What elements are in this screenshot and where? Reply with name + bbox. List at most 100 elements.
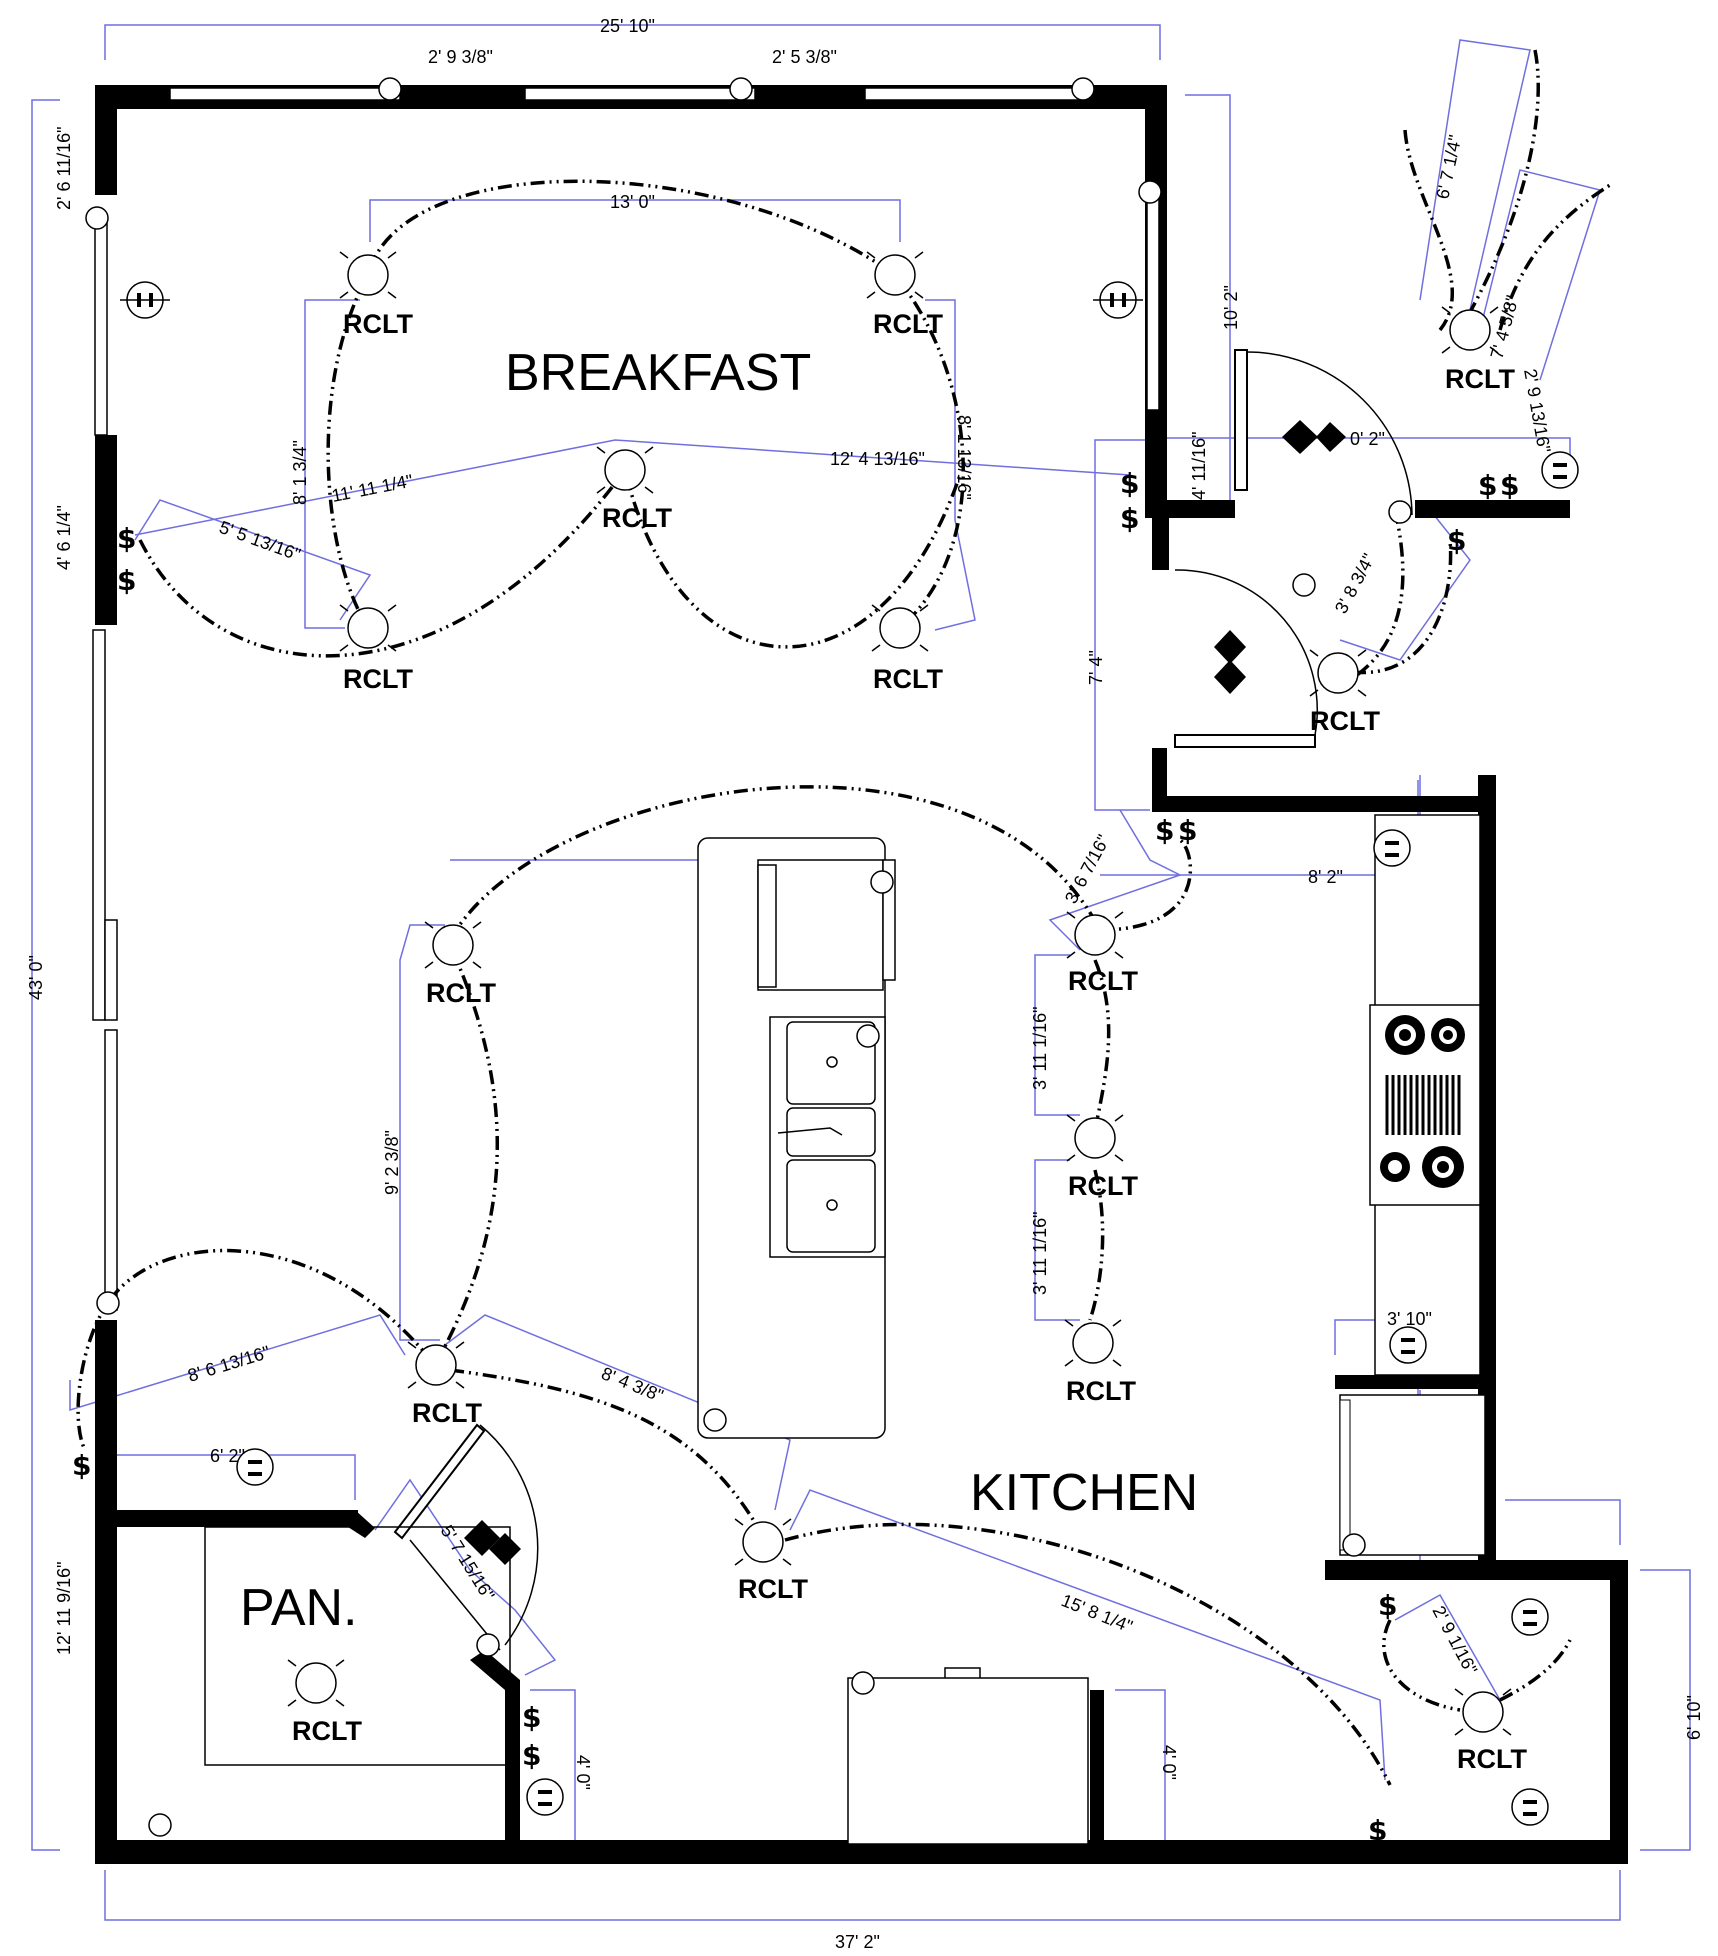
dim-kitchen-diag-left: 8' 6 13/16" bbox=[185, 1342, 272, 1386]
dim-pantry-wall-vertical: 4' 0" bbox=[573, 1755, 593, 1790]
dim-overall-left: 43' 0" bbox=[26, 955, 46, 1000]
fixture-label: RCLT bbox=[343, 309, 413, 339]
circuits bbox=[76, 49, 1611, 1786]
dim-door-to-switch: 0' 2" bbox=[1350, 429, 1385, 449]
dim-kitchen-col-2: 3' 11 1/16" bbox=[1030, 1211, 1050, 1295]
dim-left-mid-vertical: 4' 6 1/4" bbox=[54, 505, 74, 570]
dim-laundry-run: 2' 9 1/16" bbox=[1428, 1602, 1481, 1678]
switch-icon: $ bbox=[1178, 814, 1197, 847]
switch-icon: $ bbox=[522, 1701, 541, 1734]
dim-breakfast-diag-right: 12' 4 13/16" bbox=[830, 449, 925, 469]
dim-breakfast-diag-left: 11' 11 1/4" bbox=[330, 471, 415, 506]
dim-overall-top: 25' 10" bbox=[600, 16, 655, 36]
fixture-label: RCLT bbox=[873, 664, 943, 694]
dim-exterior-run-1: 6' 7 1/4" bbox=[1432, 133, 1465, 201]
dim-right-wall-vertical: 10' 2" bbox=[1221, 285, 1241, 330]
switch-icon: $ bbox=[1368, 1814, 1387, 1847]
fixture-label: RCLT bbox=[873, 309, 943, 339]
outlet-icon bbox=[526, 1778, 564, 1816]
room-label-breakfast: BREAKFAST bbox=[505, 344, 811, 402]
refrigerator bbox=[1339, 1394, 1486, 1556]
cooktop bbox=[1369, 1004, 1481, 1206]
room-label-pantry: PAN. bbox=[240, 1579, 358, 1637]
fixture-label: RCLT bbox=[1068, 966, 1138, 996]
dim-kitchen-switch-run: 3' 6 7/16" bbox=[1061, 831, 1114, 907]
dim-hall-vertical: 7' 4" bbox=[1086, 650, 1106, 685]
dim-breakfast-switch-run: 5' 5 13/16" bbox=[217, 517, 304, 565]
outlet-icon bbox=[1373, 829, 1411, 867]
dim-fridge-wall-vertical: 4' 0" bbox=[1159, 1745, 1179, 1780]
outlet-icon bbox=[1389, 1326, 1427, 1364]
dim-door-vertical: 4' 11/16" bbox=[1189, 431, 1209, 500]
fixture-label: RCLT bbox=[1310, 706, 1380, 736]
outlet-icon bbox=[1541, 451, 1579, 489]
fixture-label: RCLT bbox=[343, 664, 413, 694]
fixture-breakfast-2 bbox=[866, 251, 924, 299]
range-bottom bbox=[847, 1667, 1089, 1845]
fixture-breakfast-4 bbox=[339, 604, 397, 652]
fixture-kitchen-6 bbox=[734, 1518, 792, 1566]
dim-exterior-run-3: 2' 9 13/16" bbox=[1520, 367, 1554, 454]
fixture-label: RCLT bbox=[1445, 364, 1515, 394]
dim-kitchen-col-1: 3' 11 1/16" bbox=[1030, 1006, 1050, 1090]
fixture-label: RCLT bbox=[426, 978, 496, 1008]
dim-kitchen-diag-mid: 8' 4 3/8" bbox=[599, 1363, 667, 1406]
switch-icon: $ bbox=[1120, 467, 1139, 500]
fixture-breakfast-1 bbox=[339, 251, 397, 299]
chime-icons bbox=[464, 420, 1346, 1565]
outlet-icon bbox=[1093, 281, 1143, 319]
switch-icon: $ bbox=[1378, 1589, 1397, 1622]
fixture-kitchen-4 bbox=[1064, 1319, 1122, 1367]
dim-overall-bottom: 37' 2" bbox=[835, 1932, 880, 1952]
switch-icon: $ bbox=[1447, 524, 1466, 557]
fixture-kitchen-3 bbox=[1066, 1114, 1124, 1162]
dim-window-gap-2: 2' 5 3/8" bbox=[772, 47, 837, 67]
dim-fridge-width: 3' 10" bbox=[1387, 1309, 1432, 1329]
dim-kitchen-left-vertical: 9' 2 3/8" bbox=[382, 1130, 402, 1195]
dim-kitchen-long-run: 15' 8 1/4" bbox=[1059, 1590, 1136, 1637]
fixture-label: RCLT bbox=[292, 1716, 362, 1746]
dim-exterior-run-2: 7' 4 5/8" bbox=[1487, 293, 1523, 361]
fixture-pantry bbox=[287, 1659, 345, 1707]
fixture-label: RCLT bbox=[412, 1398, 482, 1428]
light-fixtures bbox=[287, 251, 1512, 1736]
outlets bbox=[120, 281, 1579, 1826]
switch-icon: $ bbox=[1120, 502, 1139, 535]
switch-icon: $ bbox=[117, 522, 136, 555]
fixture-label: RCLT bbox=[738, 1574, 808, 1604]
switch-icon: $ bbox=[72, 1449, 91, 1482]
dim-counter-run: 8' 2" bbox=[1308, 867, 1343, 887]
fixture-kitchen-1 bbox=[424, 921, 482, 969]
pantry-shelf bbox=[204, 1526, 511, 1766]
dim-breakfast-left-vertical: 8' 1 3/4" bbox=[290, 440, 310, 505]
fixture-breakfast-3 bbox=[596, 446, 654, 494]
switch-icon: $ bbox=[117, 564, 136, 597]
fixture-label: RCLT bbox=[602, 503, 672, 533]
fixture-label: RCLT bbox=[1457, 1744, 1527, 1774]
dim-window-gap-1: 2' 9 3/8" bbox=[428, 47, 493, 67]
switch-icon: $ bbox=[1155, 814, 1174, 847]
outlet-icon bbox=[1511, 1598, 1549, 1636]
dim-pantry-top: 6' 2" bbox=[210, 1446, 245, 1466]
dim-right-bottom-vertical: 6' 10" bbox=[1684, 1695, 1704, 1740]
switches: $ $ $ $ $ $ $ $ $ $ $ $ $ $ bbox=[72, 467, 1519, 1847]
fixture-exterior-1 bbox=[1441, 306, 1499, 354]
dim-left-bottom-vertical: 12' 11 9/16" bbox=[54, 1561, 74, 1655]
kitchen-island bbox=[697, 837, 896, 1439]
fixture-kitchen-2 bbox=[1066, 911, 1124, 959]
room-label-kitchen: KITCHEN bbox=[970, 1464, 1198, 1522]
fixture-labels: RCLT RCLT RCLT RCLT RCLT RCLT RCLT RCLT … bbox=[292, 309, 1527, 1774]
fixture-laundry bbox=[1454, 1688, 1512, 1736]
dim-top-left-vertical: 2' 6 11/16" bbox=[54, 126, 74, 210]
outlet-icon bbox=[120, 281, 170, 319]
fixture-porch bbox=[1309, 649, 1367, 697]
fixture-kitchen-5 bbox=[407, 1341, 465, 1389]
outlet-icon bbox=[1511, 1788, 1549, 1826]
outlet-icon bbox=[236, 1448, 274, 1486]
switch-icon: $ bbox=[522, 1739, 541, 1772]
fixture-label: RCLT bbox=[1066, 1376, 1136, 1406]
switch-icon: $ bbox=[1500, 469, 1519, 502]
junction-markers bbox=[85, 77, 1412, 1837]
dim-breakfast-top-span: 13' 0" bbox=[610, 192, 655, 212]
